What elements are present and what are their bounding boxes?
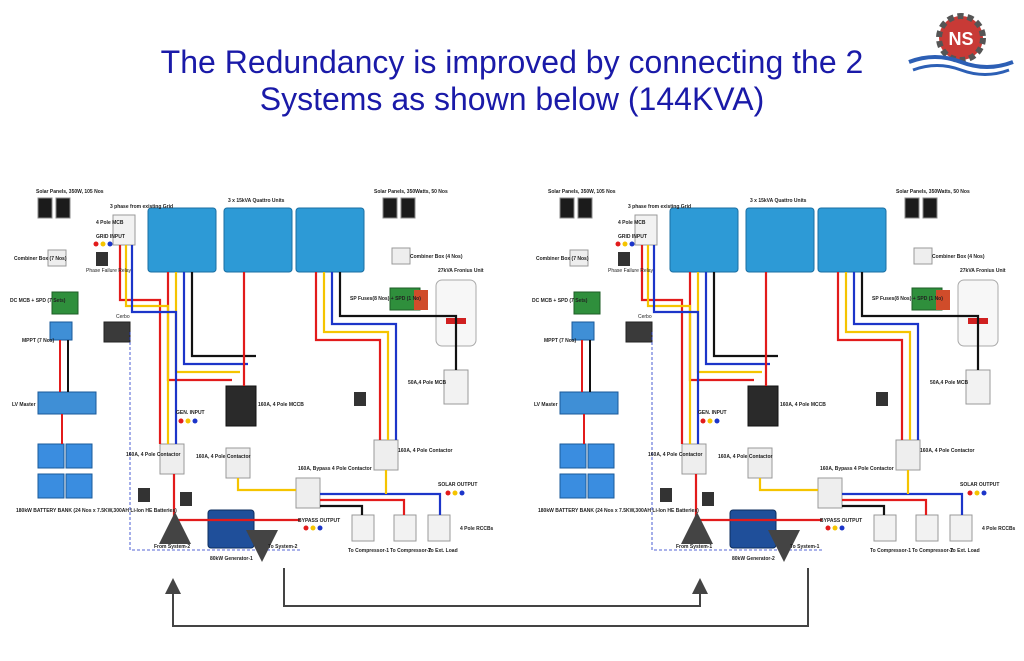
ext-load-label: To Ext. Load	[950, 548, 980, 554]
system-1	[38, 198, 476, 550]
contactor-c-label: 160A, 4 Pole Contactor	[398, 448, 453, 454]
system1-to-system2-arrow	[283, 568, 708, 607]
solar-panels-left-label: Solar Panels, 350W, 105 Nos	[548, 189, 616, 195]
mccb-label: 160A, 4 Pole MCCB	[780, 402, 826, 408]
combiner-left-label: Combiner Box (7 Nos)	[536, 256, 589, 262]
grid-input-label: GRID INPUT	[618, 234, 647, 240]
compressor-1-label: To Compressor-1	[348, 548, 389, 554]
to-system-label: To System-1	[790, 544, 820, 550]
system2-to-system1-arrow	[165, 568, 809, 627]
cerbo-label: Cerbo	[116, 314, 130, 320]
title-line-2: Systems as shown below (144KVA)	[259, 81, 765, 117]
fronius-label: 27kVA Fronius Unit	[438, 268, 484, 274]
contactor-b-label: 160A, 4 Pole Contactor	[196, 454, 251, 460]
rccb-label: 4 Pole RCCBs	[982, 526, 1016, 532]
generator-label: 80kW Generator-2	[732, 556, 775, 562]
spd-label: SP Fuses(8 Nos) + SPD (1 No)	[872, 296, 943, 302]
battery-label: 180kW BATTERY BANK (24 Nos x 7.5KW,300AH…	[16, 508, 177, 514]
cerbo-label: Cerbo	[638, 314, 652, 320]
generator-label: 80kW Generator-1	[210, 556, 253, 562]
ext-load-label: To Ext. Load	[428, 548, 458, 554]
solar-output-label: SOLAR OUTPUT	[438, 482, 477, 488]
contactor-a-label: 160A, 4 Pole Contactor	[648, 452, 703, 458]
company-logo: NS	[908, 13, 1014, 76]
system-1-labels: Solar Panels, 350W, 105 Nos 3 phase from…	[10, 189, 494, 562]
to-system-label: To System-2	[268, 544, 298, 550]
compressor-2-label: To Compressor-2	[912, 548, 953, 554]
lv-master-label: LV Master	[12, 402, 36, 408]
from-system-label: From System-2	[154, 544, 190, 550]
combiner-left-label: Combiner Box (7 Nos)	[14, 256, 67, 262]
grid-in-label: 3 phase from existing Grid	[628, 204, 691, 210]
fronius-label: 27kVA Fronius Unit	[960, 268, 1006, 274]
dc-mcb-label: DC MCB + SPD (7 Sets)	[532, 298, 588, 304]
mppt-label: MPPT (7 Nos)	[544, 338, 577, 344]
quattro-label: 3 x 15kVA Quattro Units	[750, 198, 807, 204]
mccb-label: 160A, 4 Pole MCCB	[258, 402, 304, 408]
mcb50-label: 50A,4 Pole MCB	[930, 380, 968, 386]
system-2	[560, 198, 998, 550]
interconnect-arrows	[165, 568, 809, 627]
gen-input-label: GEN. INPUT	[698, 410, 727, 416]
mcb50-label: 50A,4 Pole MCB	[408, 380, 446, 386]
phase-relay-label: Phase Failure Relay	[608, 268, 654, 274]
system-2-labels: Solar Panels, 350W, 105 Nos 3 phase from…	[532, 189, 1016, 562]
solar-panels-right-label: Solar Panels, 350Watts, 50 Nos	[896, 189, 970, 195]
mcb-label: 4 Pole MCB	[96, 220, 124, 226]
dc-mcb-label: DC MCB + SPD (7 Sets)	[10, 298, 66, 304]
from-system-label: From System-1	[676, 544, 712, 550]
bypass-output-label: BYPASS OUTPUT	[298, 518, 340, 524]
contactor-c-label: 160A, 4 Pole Contactor	[920, 448, 975, 454]
combiner-right-label: Combiner Box (4 Nos)	[410, 254, 463, 260]
mcb-label: 4 Pole MCB	[618, 220, 646, 226]
wave-icon	[908, 55, 1014, 76]
lv-master-label: LV Master	[534, 402, 558, 408]
combiner-right-label: Combiner Box (4 Nos)	[932, 254, 985, 260]
gen-input-label: GEN. INPUT	[176, 410, 205, 416]
compressor-2-label: To Compressor-2	[390, 548, 431, 554]
contactor-b-label: 160A, 4 Pole Contactor	[718, 454, 773, 460]
grid-input-label: GRID INPUT	[96, 234, 125, 240]
battery-label: 180kW BATTERY BANK (24 Nos x 7.5KW,300AH…	[538, 508, 699, 514]
solar-panels-right-label: Solar Panels, 350Watts, 50 Nos	[374, 189, 448, 195]
mppt-label: MPPT (7 Nos)	[22, 338, 55, 344]
bypass-output-label: BYPASS OUTPUT	[820, 518, 862, 524]
spd-label: SP Fuses(8 Nos) + SPD (1 No)	[350, 296, 421, 302]
slide-title: The Redundancy is improved by connecting…	[0, 44, 1024, 118]
solar-output-label: SOLAR OUTPUT	[960, 482, 999, 488]
contactor-a-label: 160A, 4 Pole Contactor	[126, 452, 181, 458]
logo-text: NS	[948, 29, 973, 49]
title-line-1: The Redundancy is improved by connecting…	[160, 44, 864, 80]
solar-panels-left-label: Solar Panels, 350W, 105 Nos	[36, 189, 104, 195]
rccb-label: 4 Pole RCCBs	[460, 526, 494, 532]
phase-relay-label: Phase Failure Relay	[86, 268, 132, 274]
quattro-label: 3 x 15kVA Quattro Units	[228, 198, 285, 204]
grid-in-label: 3 phase from existing Grid	[110, 204, 173, 210]
bypass-label: 160A, Bypass 4 Pole Contactor	[298, 466, 372, 472]
compressor-1-label: To Compressor-1	[870, 548, 911, 554]
bypass-label: 160A, Bypass 4 Pole Contactor	[820, 466, 894, 472]
